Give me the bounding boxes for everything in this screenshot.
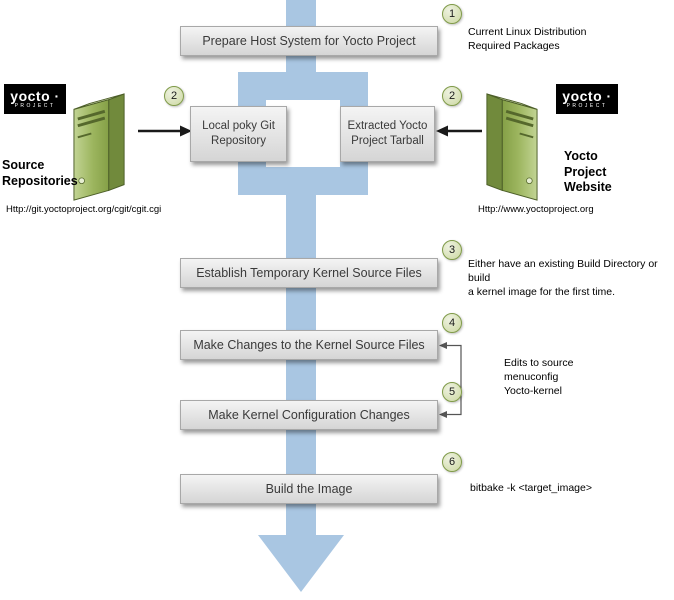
step6-note: bitbake -k <target_image> xyxy=(470,482,592,494)
source-repositories-title: Source Repositories xyxy=(2,158,78,188)
yocto-logo-right-subtext: PROJECT xyxy=(566,102,608,109)
edit-note-line2: menuconfig xyxy=(504,371,559,383)
main-flow-arrow xyxy=(238,0,368,592)
server-icon-left xyxy=(66,92,134,207)
step3-box: Establish Temporary Kernel Source Files xyxy=(180,258,438,288)
step1-note-line1: Current Linux Distribution xyxy=(468,26,587,38)
server-icon-right xyxy=(477,92,545,207)
edit-note-line1: Edits to source xyxy=(504,357,574,369)
step6-badge: 6 xyxy=(442,452,462,472)
step1-box: Prepare Host System for Yocto Project xyxy=(180,26,438,56)
edit-loop-bracket xyxy=(439,342,462,418)
yocto-logo-left-text: yocto · xyxy=(10,87,60,104)
step5-box: Make Kernel Configuration Changes xyxy=(180,400,438,430)
server-to-box-arrow-right xyxy=(436,125,482,137)
local-poky-git-repository-box: Local poky Git Repository xyxy=(190,106,287,162)
step6-box: Build the Image xyxy=(180,474,438,504)
step1-badge: 1 xyxy=(442,4,462,24)
yocto-logo-right-text: yocto · xyxy=(562,87,612,104)
edit-note-line3: Yocto-kernel xyxy=(504,385,562,397)
source-repositories-url: Http://git.yoctoproject.org/cgit/cgit.cg… xyxy=(6,204,162,215)
yocto-website-url: Http://www.yoctoproject.org xyxy=(478,204,594,215)
step2-badge-left: 2 xyxy=(164,86,184,106)
step3-note-line2: a kernel image for the first time. xyxy=(468,286,616,298)
yocto-logo-left: yocto · PROJECT xyxy=(4,84,66,114)
extracted-yocto-tarball-box: Extracted Yocto Project Tarball xyxy=(340,106,435,162)
step3-note-line1: Either have an existing Build Directory … xyxy=(468,258,658,284)
step4-badge: 4 xyxy=(442,313,462,333)
yocto-logo-left-subtext: PROJECT xyxy=(14,102,56,109)
step3-badge: 3 xyxy=(442,240,462,260)
step2-badge-right: 2 xyxy=(442,86,462,106)
step4-box: Make Changes to the Kernel Source Files xyxy=(180,330,438,360)
step3-note: Either have an existing Build Directory … xyxy=(468,257,674,299)
step1-note: Current Linux Distribution Required Pack… xyxy=(468,25,668,53)
server-to-box-arrow-left xyxy=(138,125,192,137)
edit-notes: Edits to source menuconfig Yocto-kernel xyxy=(504,356,654,398)
step1-note-line2: Required Packages xyxy=(468,40,560,52)
step5-badge: 5 xyxy=(442,382,462,402)
yocto-website-title: Yocto Project Website xyxy=(564,149,612,194)
yocto-logo-right: yocto · PROJECT xyxy=(556,84,618,114)
